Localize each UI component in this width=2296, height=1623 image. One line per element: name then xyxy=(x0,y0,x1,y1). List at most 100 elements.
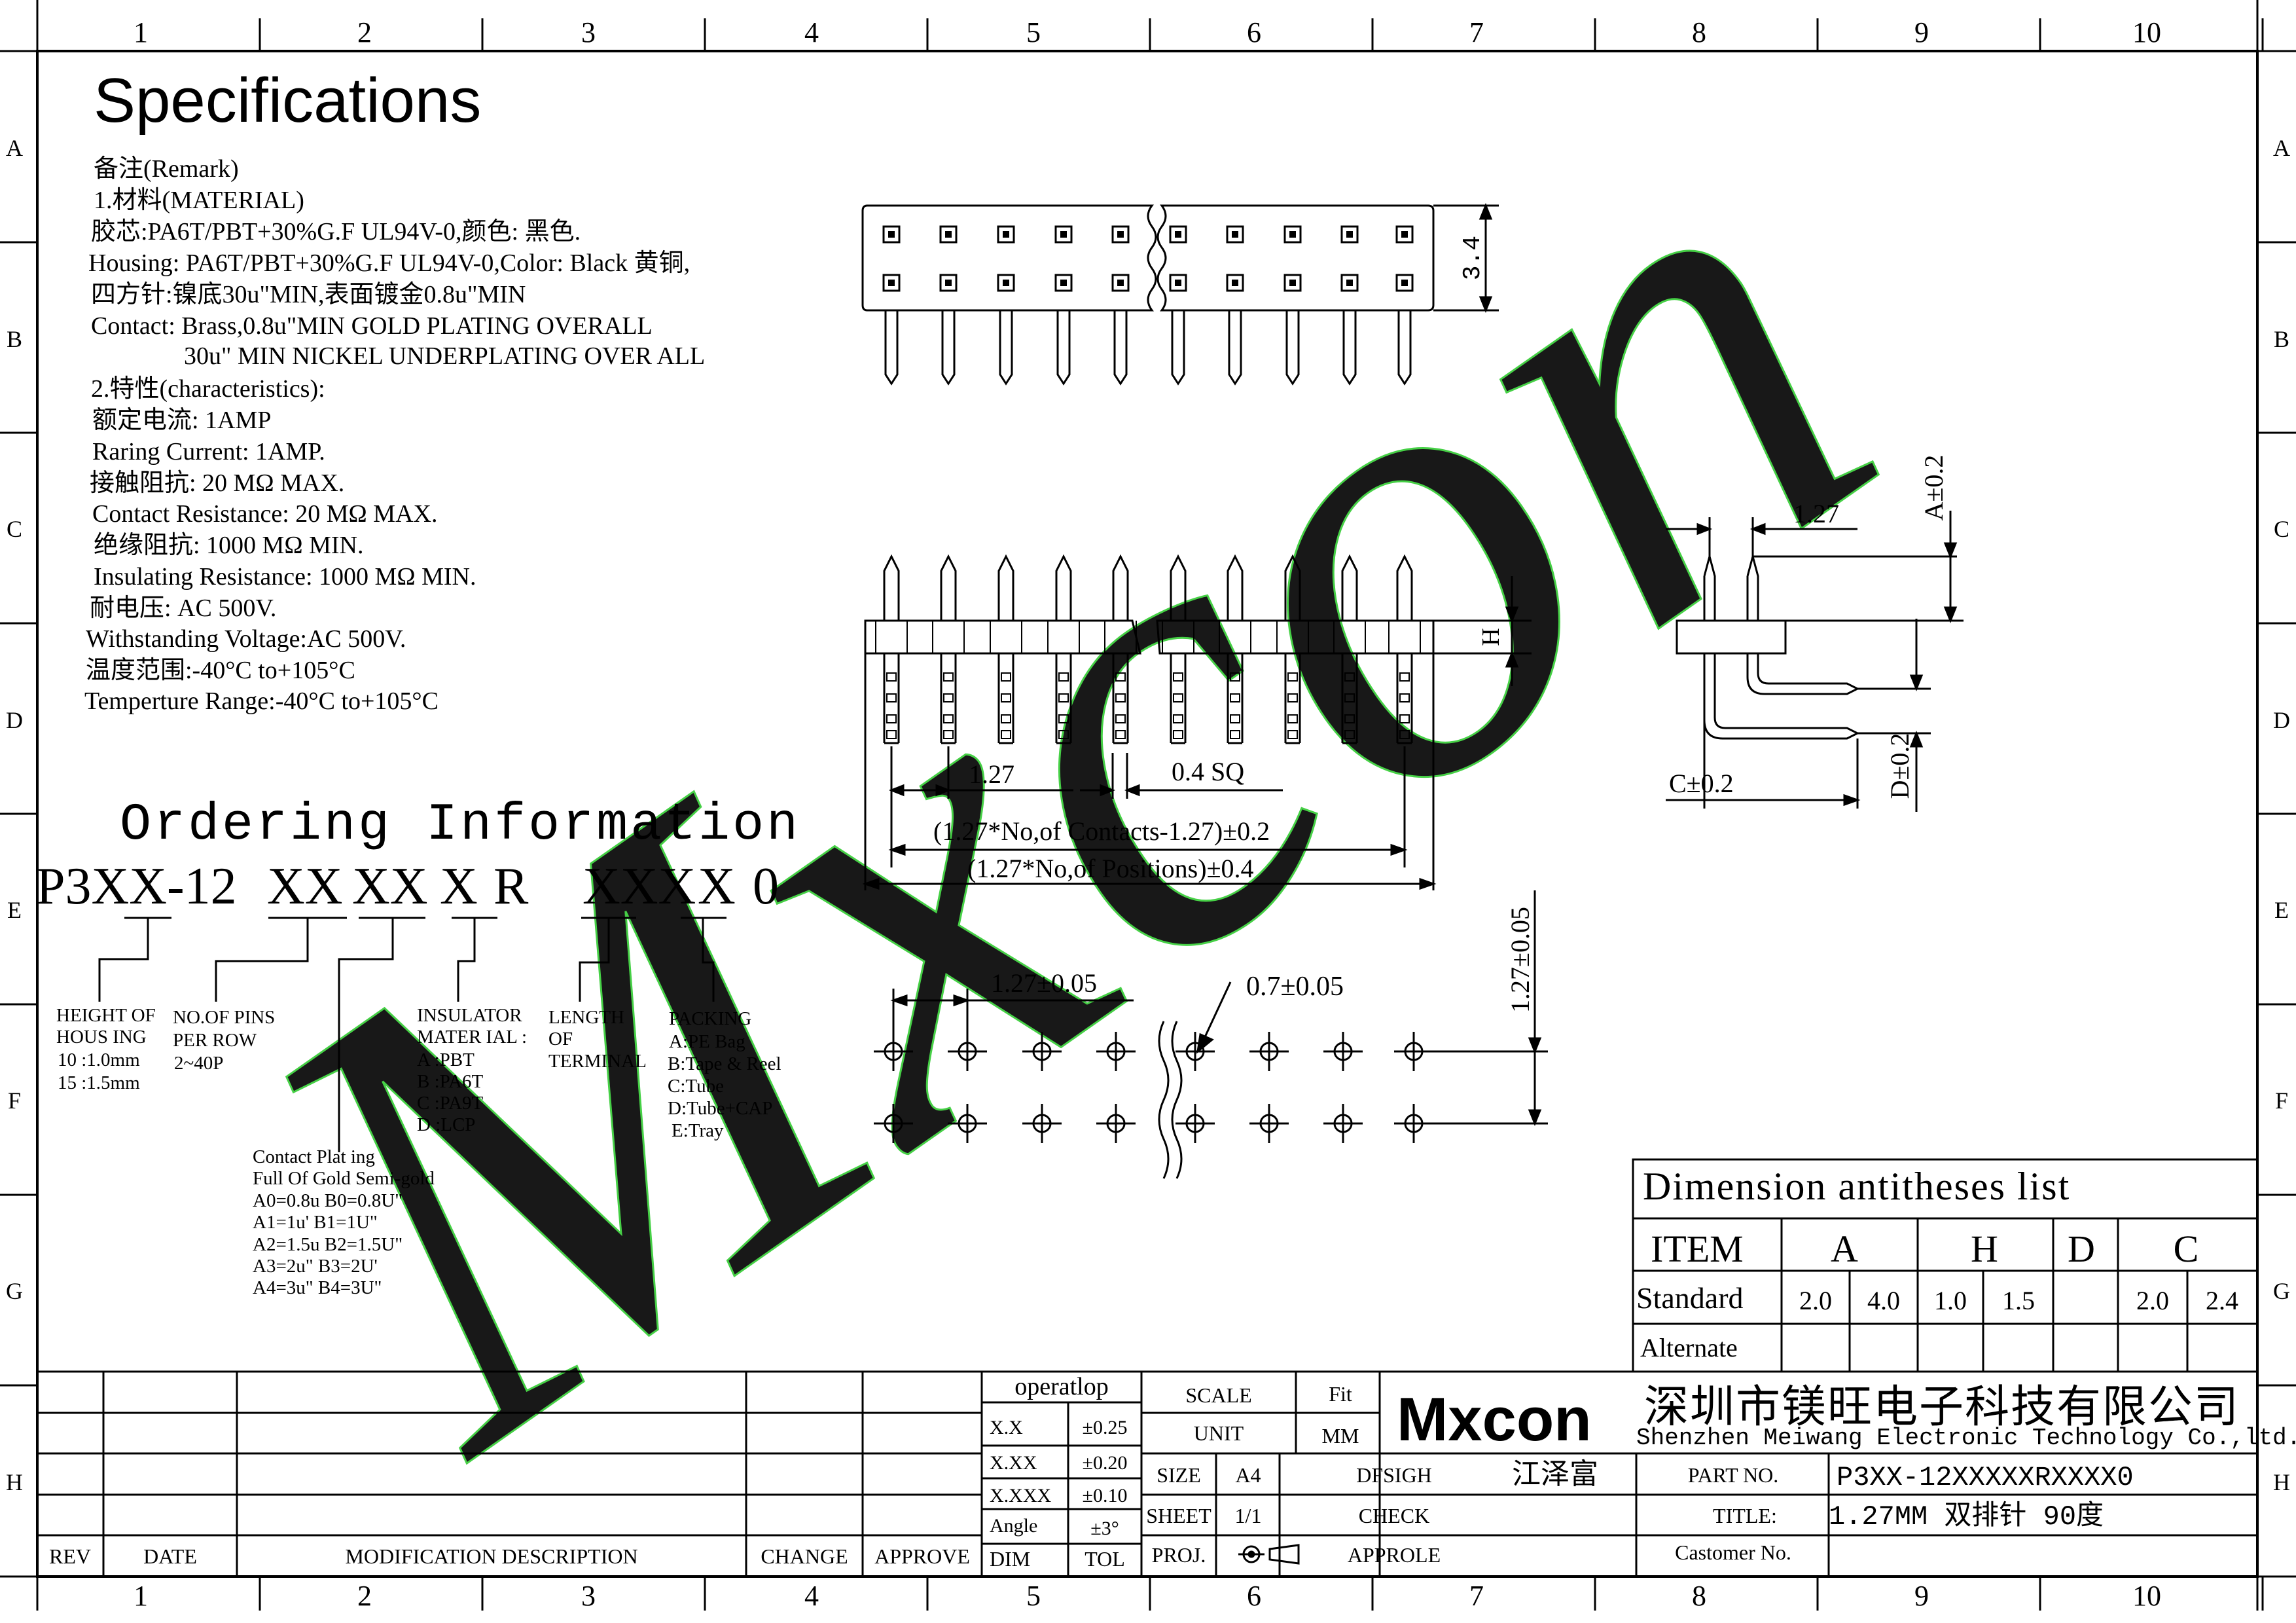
spec-line: 绝缘阻抗: 1000 MΩ MIN. xyxy=(94,532,363,559)
insulator-title: MATER IAL : xyxy=(417,1027,527,1048)
size-value: A4 xyxy=(1235,1463,1261,1487)
tol-label: X.X xyxy=(990,1417,1023,1438)
front-pin-upper xyxy=(1284,554,1301,621)
height-option: 10 :1.0mm xyxy=(58,1049,140,1070)
pin-square-center xyxy=(1346,231,1353,238)
dim-table-cell: 4.0 xyxy=(1867,1286,1900,1315)
housing-right xyxy=(1157,204,1435,312)
row-label: E xyxy=(2274,897,2289,923)
pin-square-center xyxy=(1232,280,1238,286)
front-pin-mark xyxy=(1115,730,1126,739)
spec-line: Withstanding Voltage:AC 500V. xyxy=(86,625,406,653)
front-pin-mark xyxy=(1399,693,1410,702)
company-name-en: Shenzhen Meiwang Electronic Technology C… xyxy=(1636,1425,2296,1451)
pin-square-center xyxy=(1346,280,1353,286)
spec-line: Contact Resistance: 20 MΩ MAX. xyxy=(92,500,437,528)
pin-square xyxy=(1340,225,1359,244)
dim-contacts: (1.27*No,of Contacts-1.27)±0.2 xyxy=(933,816,1270,846)
plating-option: A1=1u' B1=1U" xyxy=(253,1212,378,1233)
height-title: HEIGHT OF xyxy=(56,1005,156,1026)
packing-option: C:Tube xyxy=(668,1076,724,1097)
dim-table-cell: 1.5 xyxy=(2002,1286,2035,1315)
plating-option: A3=2u" B3=2U' xyxy=(253,1256,378,1277)
packing-option: A:PE Bag xyxy=(669,1031,745,1052)
specifications: Specifications 备注(Remark) 1.材料(MATERIAL)… xyxy=(84,65,705,715)
packing-option: B:Tape & Reel xyxy=(668,1053,781,1074)
pin-square xyxy=(1169,225,1187,244)
dim-table-header: D xyxy=(2068,1228,2095,1270)
plating-option: A4=3u" B4=3U" xyxy=(253,1277,382,1298)
code-part: P3XX-12 xyxy=(36,858,237,915)
pin-square-center xyxy=(888,280,895,286)
tol-label: X.XXX xyxy=(990,1485,1051,1506)
front-pin-mark xyxy=(943,693,954,702)
side-housing xyxy=(1676,619,1787,655)
rev-header: DATE xyxy=(143,1544,197,1568)
row-label: B xyxy=(2274,326,2289,352)
plating-title: Full Of Gold Semi-gold xyxy=(253,1168,435,1189)
code-part: XX xyxy=(267,858,343,915)
pin-square-center xyxy=(945,231,952,238)
company-name-cn: 深圳市镁旺电子科技有限公司 xyxy=(1644,1382,2240,1432)
rev-header: REV xyxy=(49,1544,91,1568)
length-title: OF xyxy=(548,1029,573,1049)
row-label: C xyxy=(7,516,22,542)
pin-leg xyxy=(1113,310,1128,386)
dim-table-header: C xyxy=(2174,1228,2199,1270)
pins-title: PER ROW xyxy=(173,1030,257,1051)
pin-leg xyxy=(1342,310,1357,386)
pin-square xyxy=(882,274,901,292)
packing-option: E:Tray xyxy=(672,1120,724,1141)
col-label: 9 xyxy=(1914,1580,1929,1612)
proj-label: PROJ. xyxy=(1152,1543,1206,1567)
pin-legs xyxy=(884,310,1412,386)
col-label: 1 xyxy=(134,1580,148,1612)
side-pin xyxy=(1703,553,1716,621)
code-part: R xyxy=(493,858,529,915)
dim-table-cell: 1.0 xyxy=(1934,1286,1967,1315)
dim-hole: 0.7±0.05 xyxy=(1246,972,1344,1002)
length-title: LENGTH xyxy=(548,1007,624,1028)
front-pin-upper xyxy=(997,554,1014,621)
spec-line: 1.材料(MATERIAL) xyxy=(94,187,304,214)
col-label: 5 xyxy=(1026,16,1041,48)
front-pin-mark xyxy=(1058,693,1069,702)
dim-table-header: H xyxy=(1971,1228,1998,1270)
sheet-value: 1/1 xyxy=(1235,1504,1262,1527)
col-label: 2 xyxy=(357,16,372,48)
tol-value: ±0.25 xyxy=(1083,1417,1128,1438)
front-pin-upper xyxy=(1341,554,1358,621)
spec-line: 四方针:镍底30u"MIN,表面镀金0.8u"MIN xyxy=(91,281,526,308)
pin-square xyxy=(1226,274,1244,292)
title-label: TITLE: xyxy=(1713,1504,1777,1527)
part-label: PART NO. xyxy=(1688,1463,1779,1487)
front-pin-mark xyxy=(1001,730,1011,739)
pin-square-center xyxy=(1175,280,1181,286)
dim-c: C±0.2 xyxy=(1669,769,1734,798)
row-label: G xyxy=(2273,1278,2290,1304)
front-pin-mark xyxy=(943,714,954,723)
col-label: 8 xyxy=(1692,1580,1706,1612)
spec-line: Raring Current: 1AMP. xyxy=(92,438,325,465)
front-pin-mark xyxy=(1173,672,1183,682)
height-option: 15 :1.5mm xyxy=(58,1072,140,1093)
front-pin-mark xyxy=(1344,714,1355,723)
front-pin-mark xyxy=(1230,714,1240,723)
pin-square xyxy=(997,225,1015,244)
front-pin-mark xyxy=(1230,730,1240,739)
spec-title: Specifications xyxy=(94,65,481,136)
front-pins xyxy=(875,554,1421,744)
pin-leg xyxy=(1228,310,1242,386)
row-label: A xyxy=(6,135,23,161)
front-pin-mark xyxy=(1399,714,1410,723)
row-label: A xyxy=(2273,135,2290,161)
dim-table-header: A xyxy=(1831,1228,1858,1270)
front-housing-left xyxy=(864,619,1141,655)
pin-square-center xyxy=(1117,280,1124,286)
tol-label: X.XX xyxy=(990,1452,1037,1474)
front-pin-upper xyxy=(1170,554,1187,621)
front-pin-mark xyxy=(943,730,954,739)
row-label: B xyxy=(7,326,22,352)
front-pin-mark xyxy=(1115,672,1126,682)
